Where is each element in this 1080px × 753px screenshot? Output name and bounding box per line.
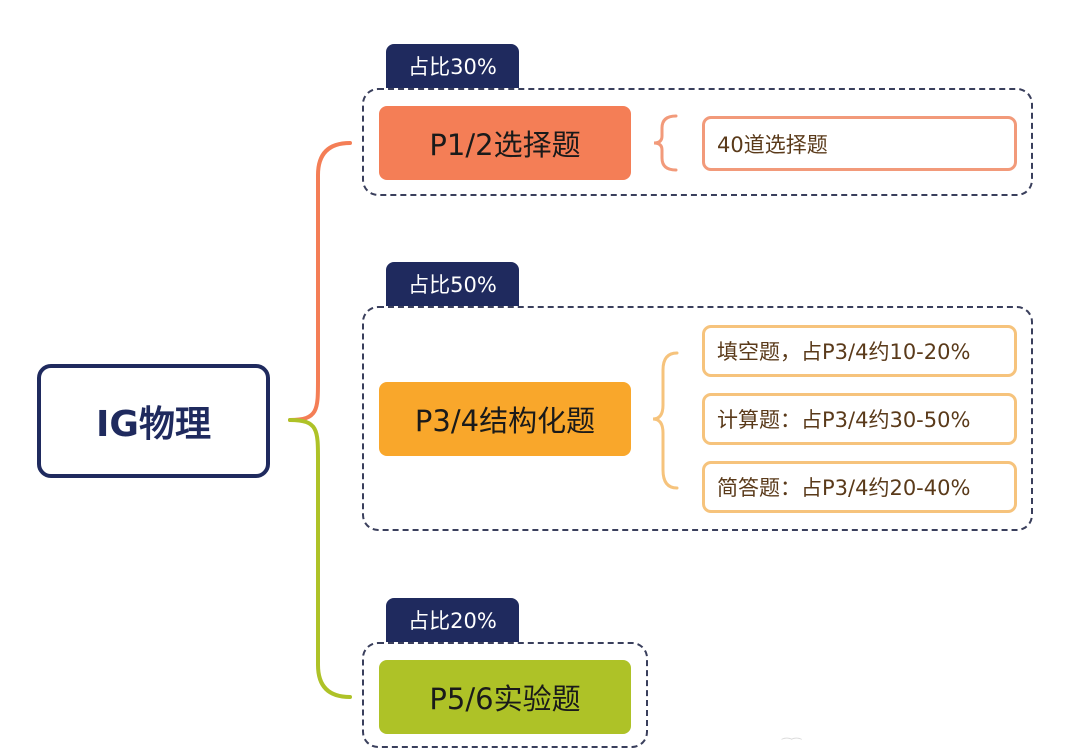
- section-pill-p12: P1/2选择题: [379, 106, 631, 180]
- section-label: P1/2选择题: [429, 128, 581, 162]
- detail-text: 40道选择题: [717, 132, 828, 157]
- detail-box: 计算题：占P3/4约30-50%: [702, 393, 1017, 445]
- detail-text: 填空题，占P3/4约10-20%: [717, 340, 971, 364]
- ratio-label: 占比30%: [408, 55, 497, 79]
- detail-box: 填空题，占P3/4约10-20%: [702, 325, 1017, 377]
- root-node: IG物理: [37, 364, 270, 478]
- group-p56: [362, 642, 648, 748]
- section-pill-p56: P5/6实验题: [379, 660, 631, 734]
- root-label: IG物理: [96, 404, 211, 445]
- watermark-icon: ⁀⁀: [782, 738, 802, 752]
- group-p34: [362, 306, 1033, 531]
- ratio-label: 占比20%: [408, 609, 497, 633]
- connector-root-to-p56: [288, 418, 352, 699]
- group-p12: [362, 88, 1033, 196]
- ratio-label: 占比50%: [408, 273, 497, 297]
- detail-text: 计算题：占P3/4约30-50%: [717, 408, 971, 432]
- ratio-tab-p12: 占比30%: [386, 44, 519, 88]
- brace-p12: [653, 114, 678, 172]
- section-label: P3/4结构化题: [414, 404, 596, 438]
- brace-p34: [652, 351, 679, 490]
- detail-box: 40道选择题: [702, 116, 1017, 171]
- ratio-tab-p56: 占比20%: [386, 598, 519, 642]
- detail-text: 简答题：占P3/4约20-40%: [717, 476, 971, 500]
- ratio-tab-p34: 占比50%: [386, 262, 519, 306]
- connector-root-to-p12: [288, 141, 352, 422]
- detail-box: 简答题：占P3/4约20-40%: [702, 461, 1017, 513]
- section-pill-p34: P3/4结构化题: [379, 382, 631, 456]
- section-label: P5/6实验题: [429, 682, 581, 716]
